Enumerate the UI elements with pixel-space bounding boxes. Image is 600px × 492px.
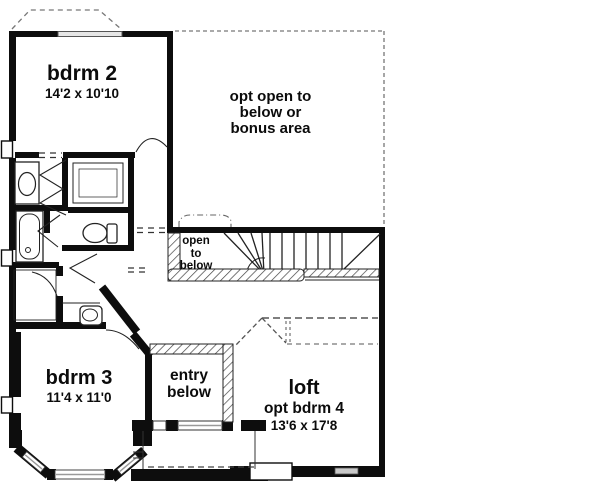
bay-window-bdrm3 <box>13 444 148 482</box>
bdrm3-name: bdrm 3 <box>45 367 113 389</box>
fixtures <box>13 161 124 326</box>
bdrm2-dims: 14'2 x 10'10 <box>45 86 119 102</box>
window-left-2 <box>0 249 14 267</box>
loft-dims: 13'6 x 17'8 <box>270 418 338 434</box>
window-entry-1 <box>152 420 167 431</box>
entry-below-label: entry below <box>167 367 211 401</box>
windows <box>0 31 359 481</box>
entry-railing-right <box>222 343 234 423</box>
bdrm3-label: bdrm 3 11'4 x 11'0 <box>18 368 140 405</box>
cased-openings <box>39 152 165 273</box>
loft-ceiling-dashed <box>234 317 378 347</box>
toilet-icon <box>82 222 118 244</box>
entry-railing-top <box>149 343 224 355</box>
stairs-icon <box>223 232 381 281</box>
bonus-area-label: opt open to below or bonus area <box>229 88 312 137</box>
open-to-below-label: open to below <box>179 235 213 272</box>
door-bath <box>37 214 61 248</box>
opt-opening-dashed <box>178 214 232 227</box>
bdrm2-label: bdrm 2 14'2 x 10'10 <box>18 62 146 102</box>
porch-outline <box>133 431 256 469</box>
loft-name: loft <box>288 377 320 399</box>
door-halfbath <box>68 253 98 284</box>
window-bdrm2-top <box>57 31 123 37</box>
bdrm3-dims: 11'4 x 11'0 <box>46 390 112 405</box>
bdrm2-name: bdrm 2 <box>46 62 117 85</box>
window-left-1 <box>0 140 14 159</box>
window-left-3 <box>0 396 14 414</box>
linen-closet <box>13 269 57 321</box>
railing-hatch <box>149 232 380 423</box>
bdrm2-bay-dashed <box>11 9 122 30</box>
doors <box>31 138 168 350</box>
dashed-outlines <box>11 9 385 468</box>
door-closet <box>38 159 67 216</box>
toilet-icon-2 <box>79 305 103 326</box>
loft-label: loft opt bdrm 4 13'6 x 17'8 <box>245 378 363 433</box>
window-loft-1 <box>249 462 293 481</box>
door-linen <box>31 271 58 297</box>
door-bdrm2 <box>135 138 168 153</box>
window-loft-2 <box>334 467 359 475</box>
loft-alt: opt bdrm 4 <box>263 400 345 417</box>
sink-icon <box>17 171 37 197</box>
walls <box>9 31 385 481</box>
closet-shelves <box>72 162 124 204</box>
door-bdrm3 <box>105 329 140 350</box>
